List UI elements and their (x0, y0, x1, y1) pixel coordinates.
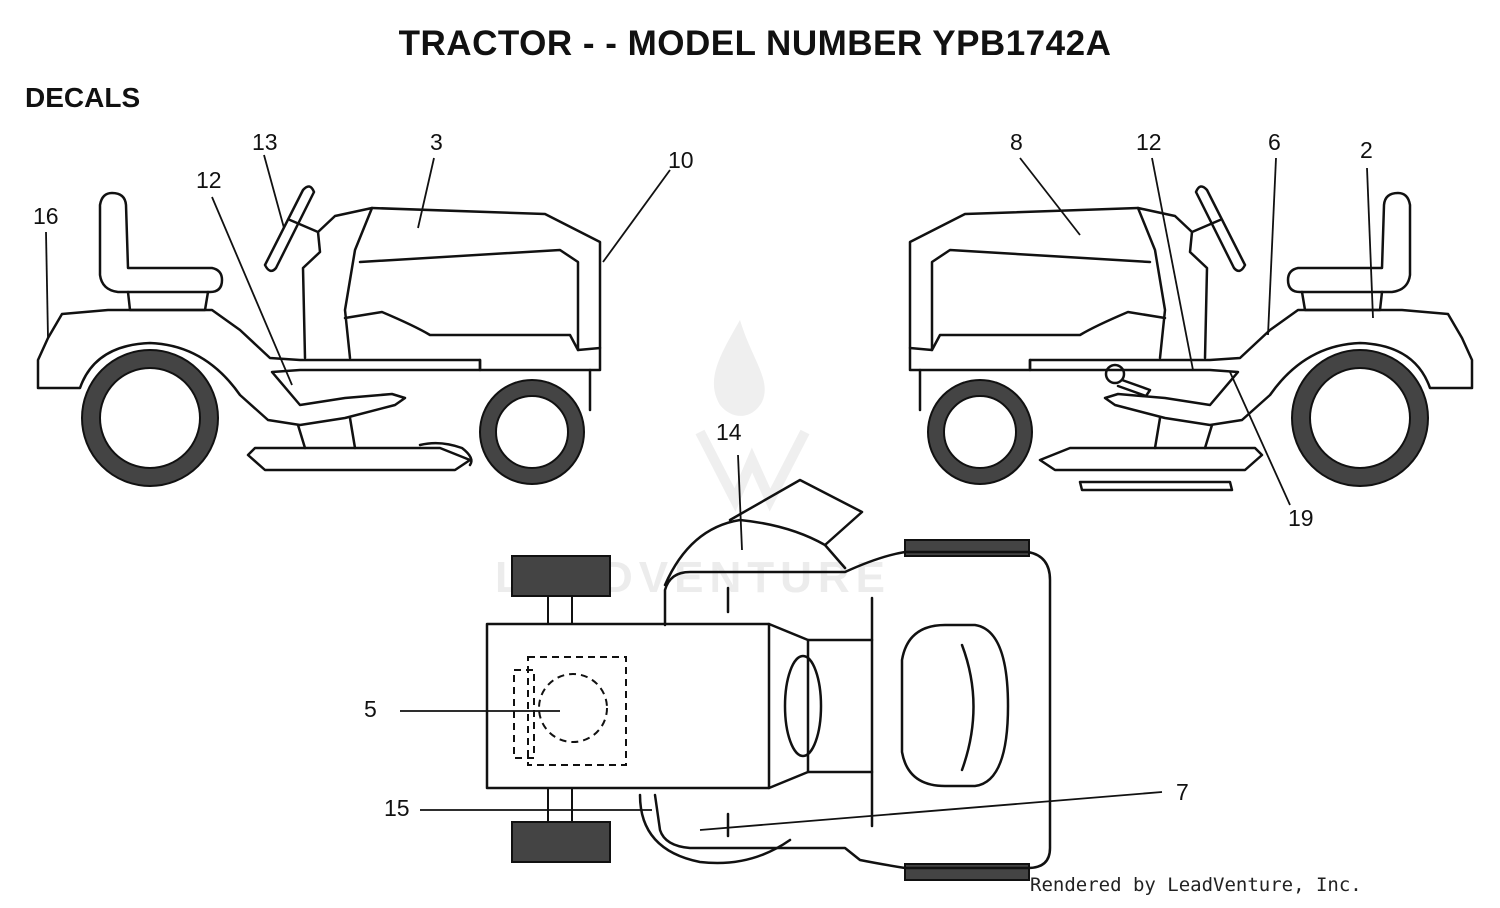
body-top-outline (653, 550, 1052, 870)
rear-tire-top-lower (904, 863, 1030, 881)
frame-right (908, 346, 1032, 372)
callout-8: 8 (1010, 129, 1023, 155)
callout-13: 13 (252, 129, 278, 155)
deck-hangers-right (1153, 416, 1214, 450)
hood-lower-left (343, 310, 580, 352)
section-heading: DECALS (25, 82, 141, 113)
steering-wheel-top (783, 654, 823, 758)
seat-left (98, 191, 224, 294)
hood-top (485, 622, 771, 790)
deck-skirt-right (1078, 480, 1234, 492)
frame-left (478, 346, 602, 372)
seat-right (1286, 191, 1412, 294)
callout-10: 10 (668, 147, 694, 173)
hood-right (908, 206, 1152, 352)
rear-tire-top-upper (904, 539, 1030, 557)
steering-wheel-right (1194, 185, 1247, 273)
callout-14: 14 (716, 419, 742, 445)
callout-19: 19 (1288, 505, 1314, 531)
hood-left (358, 206, 602, 352)
rear-rim-left (99, 367, 201, 469)
front-tire-top-lower (511, 821, 611, 863)
callout-numbers: 16 12 13 3 10 8 12 6 2 19 14 5 15 7 (33, 129, 1373, 821)
hood-rear-top (767, 622, 810, 790)
callout-15: 15 (384, 795, 410, 821)
mower-deck-left (246, 446, 472, 472)
callout-5: 5 (364, 696, 377, 722)
callout-6: 6 (1268, 129, 1281, 155)
front-rim-right (943, 395, 1017, 469)
steering-column-right (1188, 218, 1222, 360)
front-rim-left (495, 395, 569, 469)
deck-hangers-left (296, 416, 357, 450)
front-axle-top (547, 596, 573, 822)
dash-right (1136, 206, 1194, 360)
tractor-right-side-view (908, 185, 1474, 492)
callout-7: 7 (1176, 779, 1189, 805)
fuel-cap-outline (538, 673, 608, 743)
steering-column-left (288, 218, 322, 360)
leader-lines (45, 154, 1374, 831)
rear-rim-right (1309, 367, 1411, 469)
page-title: TRACTOR - - MODEL NUMBER YPB1742A (398, 24, 1112, 63)
front-tire-top-upper (511, 555, 611, 597)
decal-outline-5 (527, 656, 627, 766)
seat-base-left (126, 290, 210, 312)
lift-lever (1116, 378, 1152, 398)
seat-back-top (960, 643, 975, 772)
lift-lever-knob (1104, 363, 1126, 385)
dash-left (316, 206, 374, 360)
mower-deck-right (1038, 446, 1264, 472)
tractor-left-side-view (36, 185, 602, 487)
callout-16: 16 (33, 203, 59, 229)
seat-top (900, 623, 1010, 788)
render-credit: Rendered by LeadVenture, Inc. (1030, 874, 1362, 896)
footrest-top (806, 638, 874, 774)
deck-belt-left (418, 441, 473, 467)
watermark-v-icon (695, 429, 810, 512)
tractor-top-view (485, 478, 1052, 881)
callout-3: 3 (430, 129, 443, 155)
seat-base-right (1300, 290, 1384, 312)
callout-2: 2 (1360, 137, 1373, 163)
callout-12-right: 12 (1136, 129, 1162, 155)
watermark-flame-icon (713, 320, 765, 416)
steering-wheel-left (263, 185, 316, 273)
hood-lower-right (930, 310, 1167, 352)
discharge-chute (728, 478, 864, 547)
callout-12-left: 12 (196, 167, 222, 193)
deck-top-lower (638, 793, 792, 865)
decal-outline-side (513, 669, 535, 759)
